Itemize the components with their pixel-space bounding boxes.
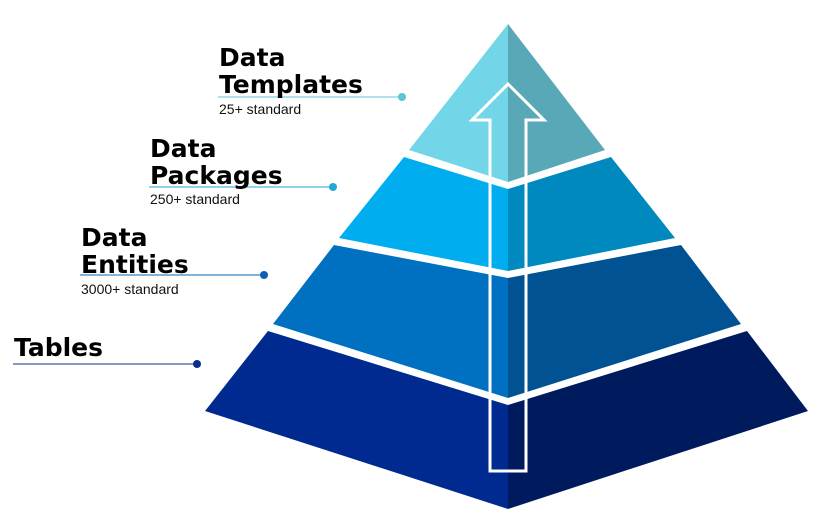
callout-templates-dot [398, 93, 406, 101]
label-templates: Data Templates [219, 44, 363, 98]
subtitle-templates: 25+ standard [219, 101, 302, 117]
layer-packages-left-face [339, 157, 508, 271]
layer-tables [205, 331, 808, 509]
callout-tables [13, 360, 201, 368]
label-templates-line2: Templates [219, 70, 363, 99]
callout-packages [149, 183, 337, 191]
label-packages: Data Packages [150, 135, 283, 189]
layer-entities-right-face [508, 245, 741, 398]
label-entities: Data Entities [81, 224, 189, 278]
layer-entities-left-face [273, 245, 508, 398]
layer-templates-right-face [508, 24, 605, 182]
label-packages-line2: Packages [150, 161, 283, 190]
layer-packages-right-face [508, 157, 675, 271]
label-templates-line1: Data [219, 43, 286, 72]
callout-templates [218, 93, 406, 101]
up-arrow-outline-icon [468, 81, 548, 473]
layer-tables-right-face [508, 331, 808, 509]
callout-tables-dot [193, 360, 201, 368]
layer-tables-left-face [205, 331, 508, 509]
callout-packages-dot [329, 183, 337, 191]
layer-templates [409, 24, 605, 182]
callout-entities-dot [260, 271, 268, 279]
layer-entities [273, 245, 741, 398]
label-tables: Tables [14, 334, 103, 361]
label-tables-line1: Tables [14, 333, 104, 362]
callout-entities [80, 271, 268, 279]
subtitle-packages: 250+ standard [150, 191, 240, 207]
label-entities-line1: Data [81, 223, 148, 252]
layer-packages [339, 157, 675, 271]
subtitle-entities: 3000+ standard [81, 281, 179, 297]
label-entities-line2: Entities [81, 250, 189, 279]
label-packages-line1: Data [150, 134, 217, 163]
layer-templates-left-face [409, 24, 508, 182]
